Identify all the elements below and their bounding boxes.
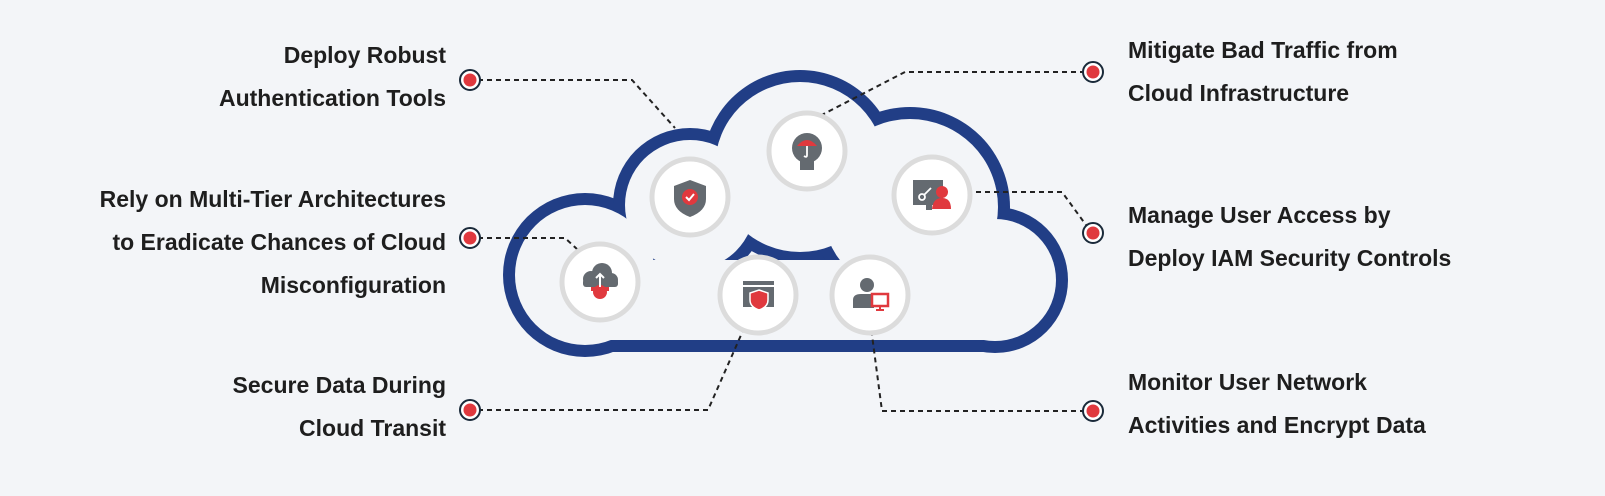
cloud-upload-gear-icon [583,263,618,299]
endpoint-dots [459,61,1104,422]
label-line: Cloud Infrastructure [1128,80,1350,106]
label-line: Manage User Access by [1128,202,1391,228]
label-line: Misconfiguration [260,272,446,298]
key-user-icon [913,180,951,210]
label-line: Deploy IAM Security Controls [1128,245,1452,271]
label-monitor: Monitor User Network Activities and Encr… [1128,361,1426,447]
connector-iam [958,191,1087,226]
label-authentication: Deploy Robust Authentication Tools [219,34,446,120]
shield-check-icon [674,180,706,217]
label-transit: Secure Data During Cloud Transit [233,364,446,450]
lightbulb-umbrella-icon [792,133,822,170]
user-monitor-icon [853,278,890,311]
label-line: Mitigate Bad Traffic from [1128,37,1398,63]
connector-traffic [811,71,1085,121]
connector-transit [478,325,746,411]
label-iam: Manage User Access by Deploy IAM Securit… [1128,194,1451,280]
browser-shield-icon [743,281,774,311]
connector-monitor [871,334,1085,412]
label-line: Monitor User Network [1128,369,1367,395]
connector-auth [478,79,676,129]
label-line: Secure Data During [232,372,446,398]
label-bad-traffic: Mitigate Bad Traffic from Cloud Infrastr… [1128,29,1398,115]
label-line: Deploy Robust [283,42,446,68]
label-line: Rely on Multi-Tier Architectures [99,186,446,212]
connector-lines [478,71,1087,412]
label-line: Cloud Transit [299,415,446,441]
label-line: Authentication Tools [218,85,446,111]
connector-multitier [478,237,579,251]
label-line: Activities and Encrypt Data [1128,412,1426,438]
label-line: to Eradicate Chances of Cloud [112,229,446,255]
label-multi-tier: Rely on Multi-Tier Architectures to Erad… [100,178,446,307]
